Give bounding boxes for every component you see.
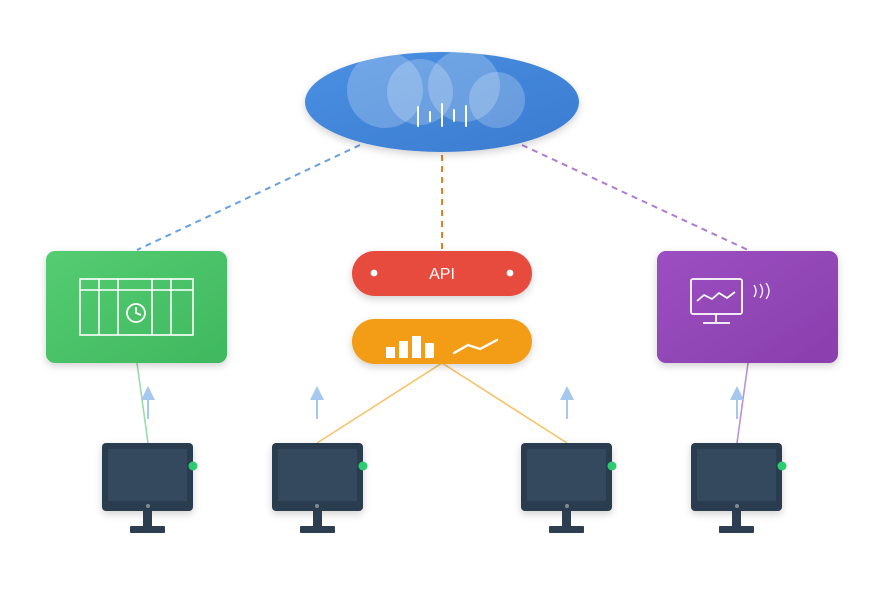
monitor-icon [102,443,193,533]
schedule-grid-icon [79,278,194,336]
cloud-to-green-link [136,144,361,251]
signal-waves-icon [753,282,770,300]
arrow-up-icon [310,386,324,419]
monitor-icon [272,443,363,533]
client-monitor-1 [102,443,198,533]
status-light [358,461,368,471]
analytics-node [352,319,532,364]
analytics-to-client-3-link [441,362,568,444]
cloud-icon [347,50,525,128]
client-monitor-3 [521,443,617,533]
status-light [607,461,617,471]
arrow-up-icon [560,386,574,419]
cloud-node [305,50,579,152]
bar-chart-icon [386,336,434,358]
connections [136,144,749,444]
green-panel [46,251,227,363]
cloud-to-purple-link [521,144,749,251]
trend-line-icon [452,338,499,355]
monitor-icon [691,443,782,533]
api-left-dot [370,269,378,277]
cloud-data-bars-icon [417,103,467,127]
client-monitor-2 [272,443,368,533]
green-to-client-1-link [136,362,149,444]
api-label: API [429,266,455,283]
clock-icon [126,303,146,323]
api-right-dot [506,269,514,277]
purple-panel [657,251,838,363]
upload-arrows [141,386,744,419]
purple-to-client-4-link [736,362,749,444]
status-light [777,461,787,471]
status-light [188,461,198,471]
monitoring-icon [690,278,743,324]
client-monitor-4 [691,443,787,533]
arrow-up-icon [141,386,155,419]
api-gateway: API [352,251,532,296]
monitor-icon [521,443,612,533]
analytics-to-client-2-link [316,362,443,444]
arrow-up-icon [730,386,744,419]
